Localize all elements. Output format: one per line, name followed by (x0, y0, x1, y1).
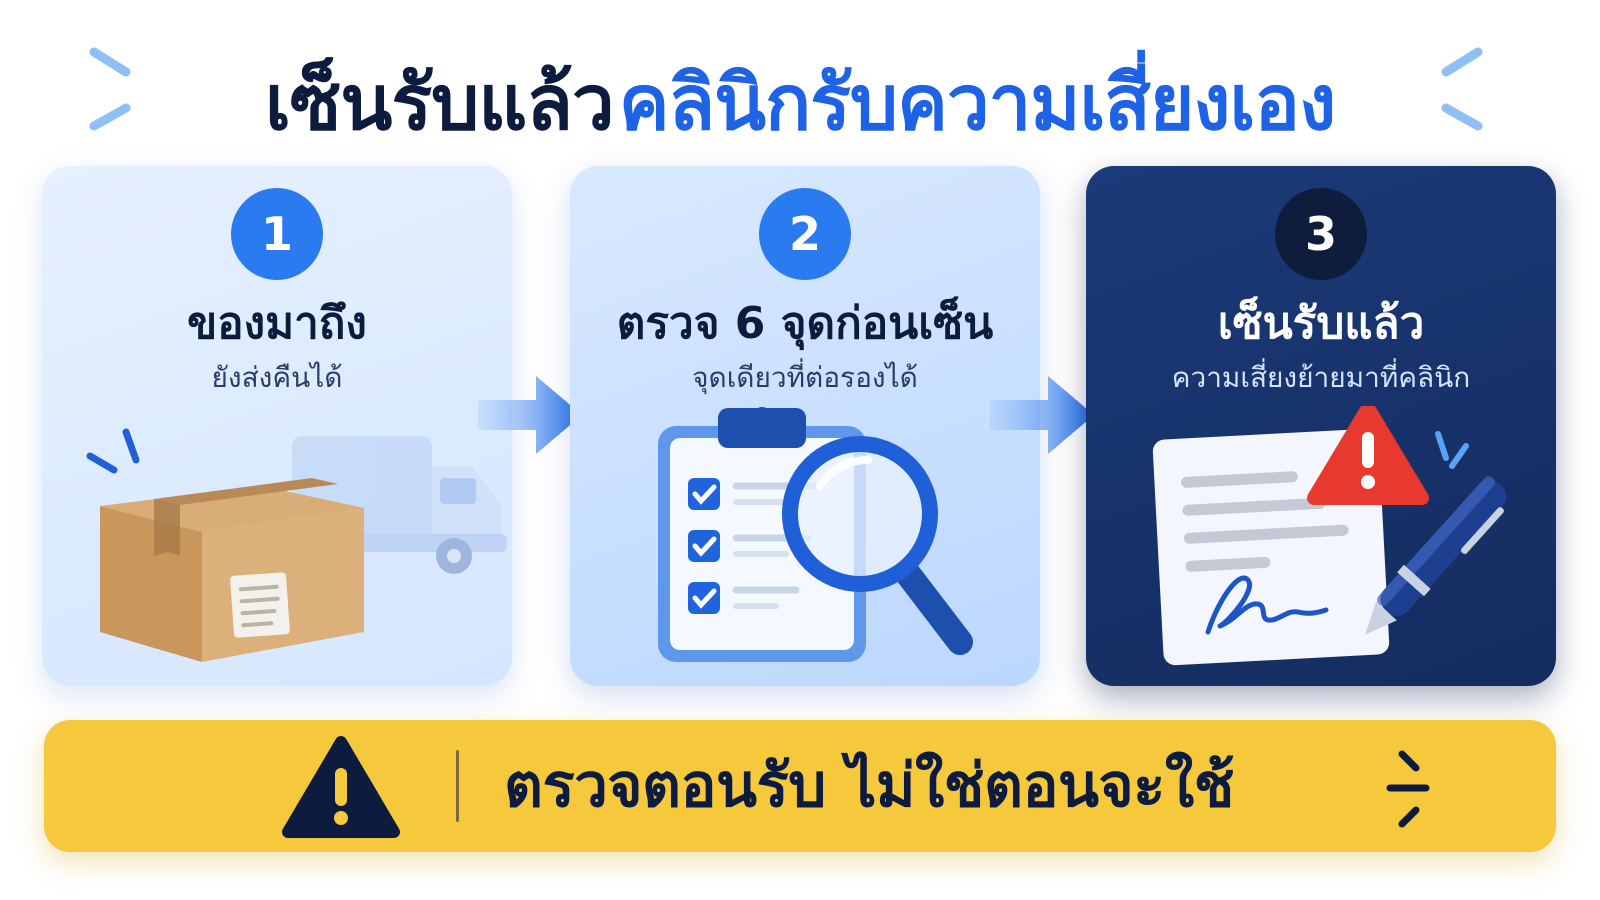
step-number-badge: 1 (231, 188, 323, 280)
step-subtitle: ยังส่งคืนได้ (211, 361, 343, 394)
warning-banner: ตรวจตอนรับ ไม่ใช่ตอนจะใช้ (44, 720, 1556, 852)
step-card-2: 2 ตรวจ 6 จุดก่อนเซ็น จุดเดียวที่ต่อรองได… (570, 166, 1040, 686)
banner-divider (456, 750, 459, 822)
title-dark-part: เซ็นรับแล้ว (264, 58, 615, 147)
warning-triangle-icon (282, 736, 400, 838)
page-title: เซ็นรับแล้ว คลินิกรับความเสี่ยงเอง (0, 48, 1600, 158)
arrow-right-icon (478, 376, 582, 454)
step-title: ของมาถึง (187, 298, 367, 349)
arrow-right-icon (990, 376, 1094, 454)
step-subtitle: จุดเดียวที่ต่อรองได้ (692, 361, 918, 394)
emphasis-marks-icon (1386, 750, 1430, 828)
step-title: ตรวจ 6 จุดก่อนเซ็น (616, 298, 994, 349)
package-truck-icon (86, 428, 507, 662)
signed-document-warning-icon (1152, 406, 1507, 666)
step-card-3: 3 เซ็นรับแล้ว ความเสี่ยงย้ายมาที่คลินิก (1086, 166, 1556, 686)
step-title: เซ็นรับแล้ว (1217, 298, 1425, 349)
left-chevron-decoration-icon (89, 47, 131, 131)
step-subtitle: ความเสี่ยงย้ายมาที่คลินิก (1171, 361, 1471, 394)
step-number-badge: 3 (1275, 188, 1367, 280)
step-number-badge: 2 (759, 188, 851, 280)
clipboard-magnifier-icon (658, 407, 973, 662)
banner-message: ตรวจตอนรับ ไม่ใช่ตอนจะใช้ (504, 751, 1234, 821)
step-card-1: 1 ของมาถึง ยังส่งคืนได้ (42, 166, 512, 686)
right-chevron-decoration-icon (1441, 47, 1483, 131)
title-blue-part: คลินิกรับความเสี่ยงเอง (618, 58, 1336, 147)
